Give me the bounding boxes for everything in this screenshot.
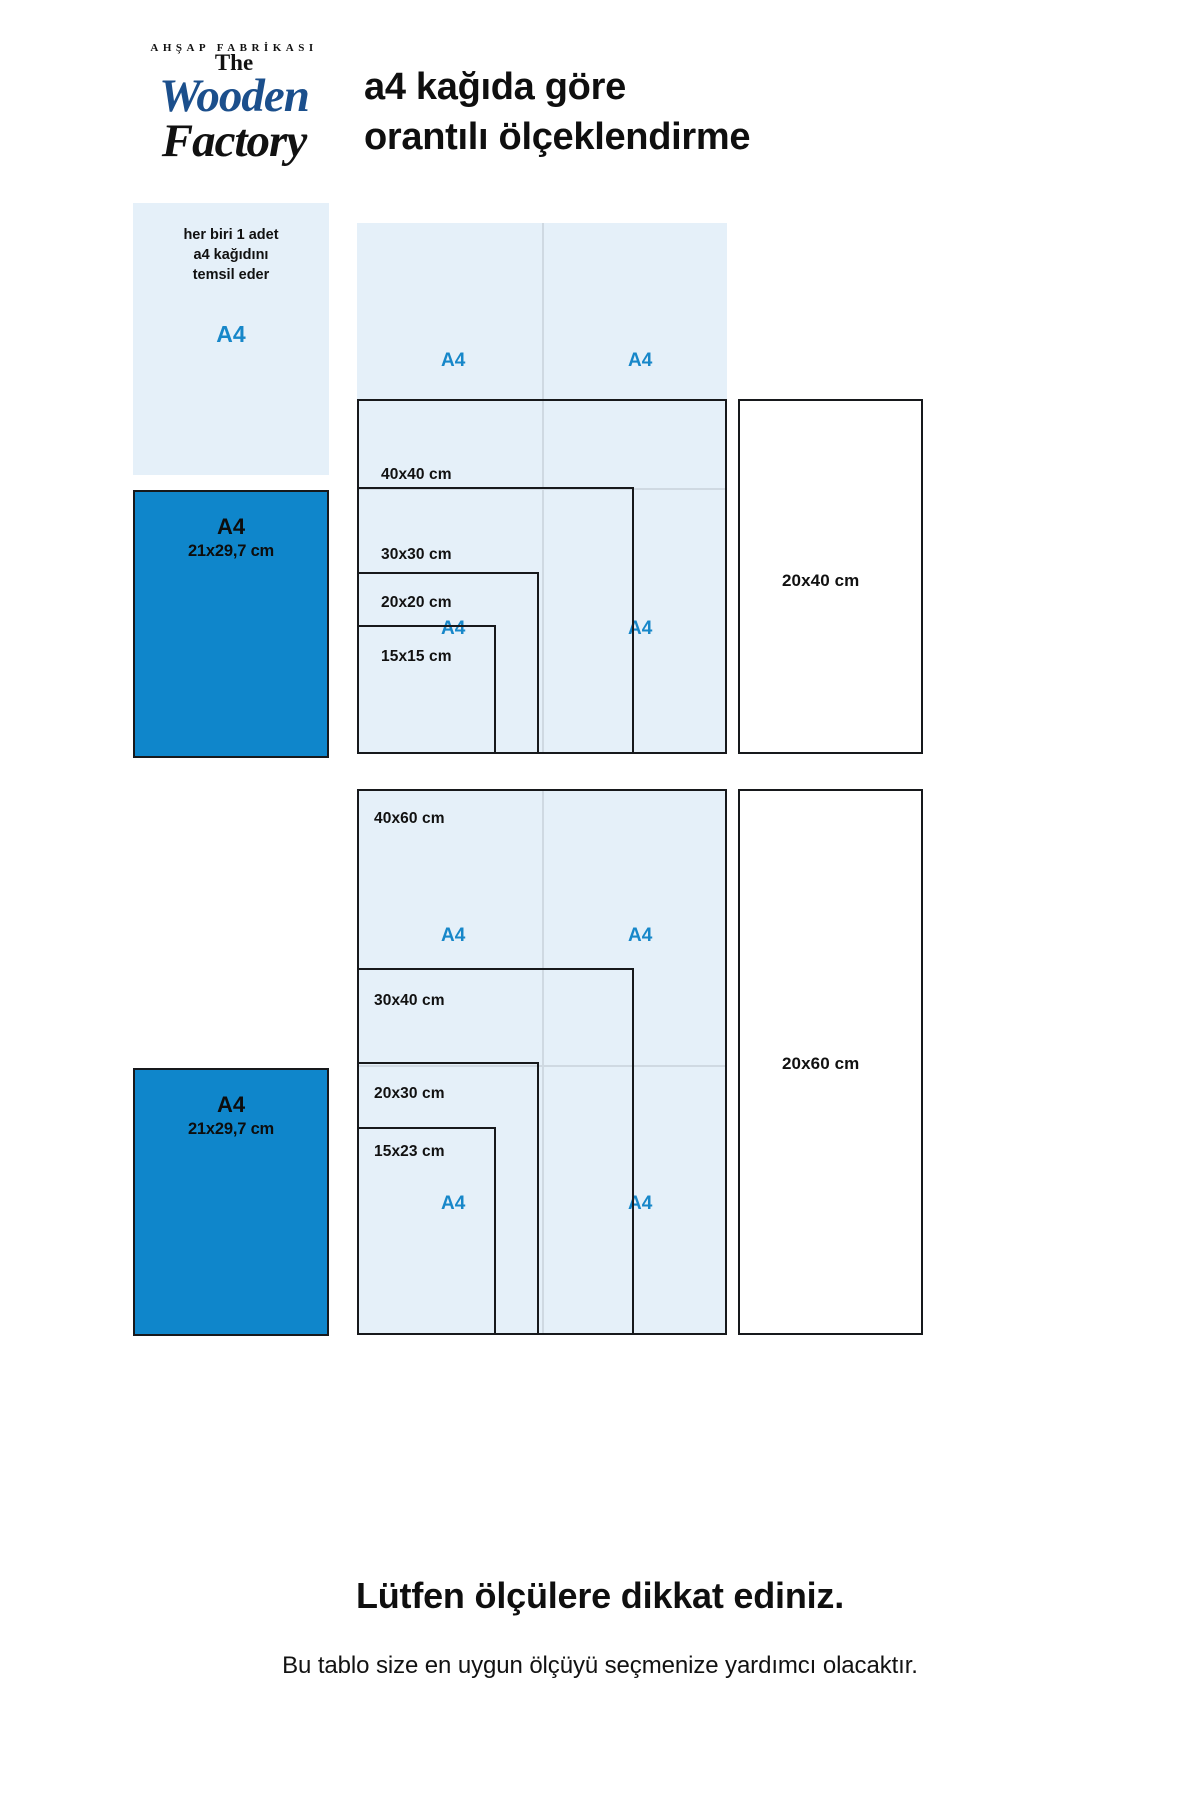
lower-size-label-40x60: 40x60 cm — [374, 810, 445, 827]
page-title-line1: a4 kağıda göre — [364, 66, 626, 108]
lower-a4-label-2: A4 — [628, 925, 653, 946]
lower-size-label-15x23: 15x23 cm — [374, 1143, 445, 1160]
logo-the: The — [214, 50, 254, 75]
lower-a4-label-4: A4 — [628, 1193, 653, 1214]
upper-size-label-40x40: 40x40 cm — [381, 466, 452, 483]
page-title: a4 kağıda göre orantılı ölçeklendirme — [364, 62, 1064, 162]
upper-a4-label-2: A4 — [628, 350, 653, 371]
lower-grid-vline — [542, 789, 544, 1335]
brand-logo: AHŞAP FABRİKASI The Wooden Factory — [136, 42, 332, 182]
lower-a4-label-1: A4 — [441, 925, 466, 946]
reference-sheet-lower-size: 21x29,7 cm — [187, 1120, 275, 1138]
logo-wooden: Wooden — [159, 70, 310, 122]
upper-size-label-20x40: 20x40 cm — [782, 571, 860, 590]
lower-a4-label-3: A4 — [441, 1193, 466, 1214]
reference-sheet-upper-size: 21x29,7 cm — [187, 542, 275, 560]
upper-a4-label-1: A4 — [441, 350, 466, 371]
upper-a4-label-3: A4 — [441, 618, 466, 639]
lower-frame-20x60 — [738, 789, 923, 1335]
lower-frame-15x23 — [357, 1127, 496, 1335]
upper-a4-label-4: A4 — [628, 618, 653, 639]
page-title-line2: orantılı ölçeklendirme — [364, 116, 751, 158]
footer-subtext: Bu tablo size en uygun ölçüyü seçmenize … — [282, 1652, 918, 1679]
legend-caption: her biri 1 adet a4 kağıdını temsil eder — [133, 225, 329, 285]
upper-size-label-20x20: 20x20 cm — [381, 594, 452, 611]
lower-size-label-30x40: 30x40 cm — [374, 992, 445, 1009]
footer-heading: Lütfen ölçülere dikkat ediniz. — [355, 1575, 845, 1616]
logo-arc-text: AHŞAP FABRİKASI — [150, 42, 318, 54]
header: AHŞAP FABRİKASI The Wooden Factory a4 ka… — [0, 0, 1200, 200]
legend-caption-line1: her biri 1 adet — [183, 227, 279, 243]
lower-grid-hline — [357, 1065, 727, 1067]
logo-factory: Factory — [161, 115, 307, 167]
legend-caption-line2: a4 kağıdını — [193, 247, 269, 263]
legend-caption-line3: temsil eder — [192, 267, 270, 283]
legend-box: her biri 1 adet a4 kağıdını temsil eder … — [133, 203, 329, 475]
legend-a4-label: A4 — [216, 321, 246, 347]
reference-sheet-upper-name: A4 — [216, 514, 246, 539]
reference-sheet-lower-name: A4 — [216, 1092, 246, 1117]
upper-frame-20x40 — [738, 399, 923, 754]
lower-size-label-20x30: 20x30 cm — [374, 1085, 445, 1102]
reference-sheet-upper: A4 21x29,7 cm — [133, 490, 329, 758]
upper-frame-15x15 — [357, 625, 496, 754]
reference-sheet-lower: A4 21x29,7 cm — [133, 1068, 329, 1336]
upper-size-label-15x15: 15x15 cm — [381, 648, 452, 665]
lower-size-label-20x60: 20x60 cm — [782, 1054, 860, 1073]
upper-size-label-30x30: 30x30 cm — [381, 546, 452, 563]
